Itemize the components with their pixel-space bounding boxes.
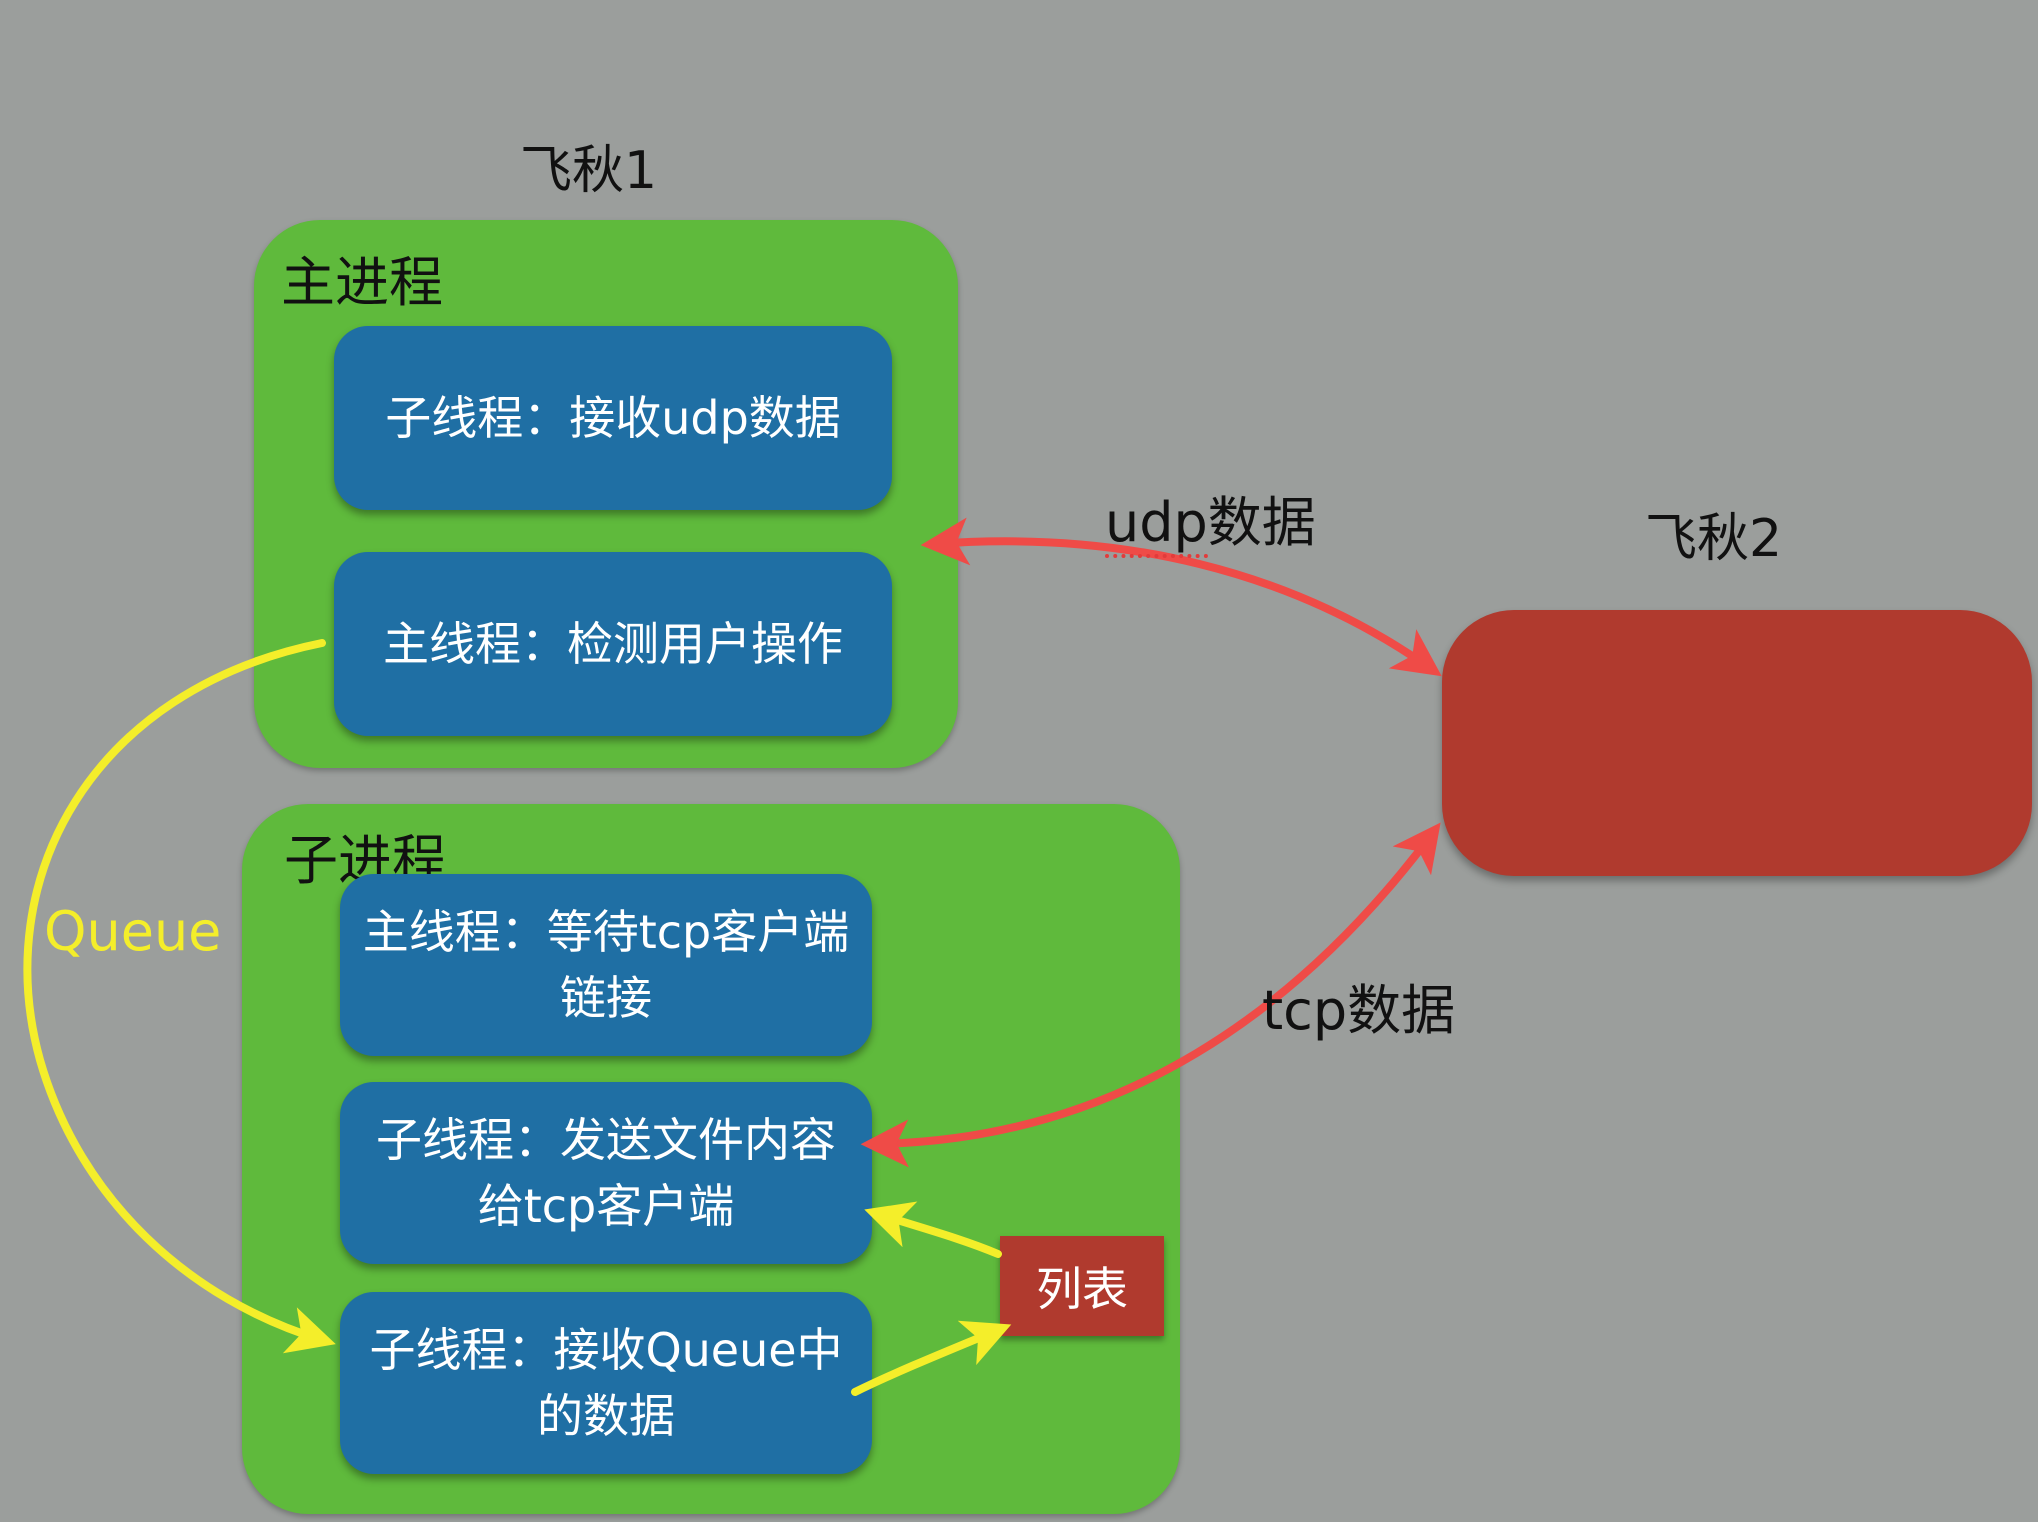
udp-arrow	[920, 517, 1442, 677]
machine1-title: 飞秋1	[520, 141, 658, 201]
tcp-edge-label: tcp数据	[1262, 979, 1456, 1042]
main-process-thread-user: 主线程：检测用户操作	[334, 552, 892, 736]
queuerecv-to-list-arrow	[851, 1320, 1012, 1396]
queue-arrow	[23, 639, 336, 1354]
thread-label-line1: 主线程：等待tcp客户端	[362, 905, 850, 959]
child-process-thread-tcp-wait: 主线程：等待tcp客户端 链接	[340, 874, 872, 1056]
thread-label: 子线程：接收udp数据	[385, 391, 841, 445]
machine2-title: 飞秋2	[1645, 509, 1783, 569]
thread-label: 主线程：检测用户操作	[383, 617, 843, 671]
thread-label-line1: 子线程：发送文件内容	[376, 1113, 836, 1167]
queue-edge-label: Queue	[44, 900, 222, 963]
udp-edge-label: udp数据	[1105, 478, 1316, 558]
udp-edge-label-suffix: 数据	[1207, 491, 1316, 554]
child-process-thread-send-file: 子线程：发送文件内容 给tcp客户端	[340, 1082, 872, 1264]
main-process-label: 主进程	[281, 251, 443, 314]
main-process-thread-udp: 子线程：接收udp数据	[334, 326, 892, 510]
udp-edge-label-prefix: udp	[1105, 491, 1208, 558]
list-to-sendfile-arrow	[864, 1201, 1002, 1258]
thread-label-line1: 子线程：接收Queue中	[369, 1323, 843, 1377]
child-process-thread-queue-recv: 子线程：接收Queue中 的数据	[340, 1292, 872, 1474]
thread-label-line2: 链接	[560, 971, 652, 1025]
tcp-arrow	[860, 822, 1441, 1168]
thread-label-line2: 的数据	[537, 1389, 675, 1443]
thread-label-line2: 给tcp客户端	[477, 1179, 735, 1233]
list-label: 列表	[1036, 1262, 1128, 1316]
machine2-box	[1442, 610, 2032, 876]
list-box: 列表	[1000, 1236, 1164, 1336]
